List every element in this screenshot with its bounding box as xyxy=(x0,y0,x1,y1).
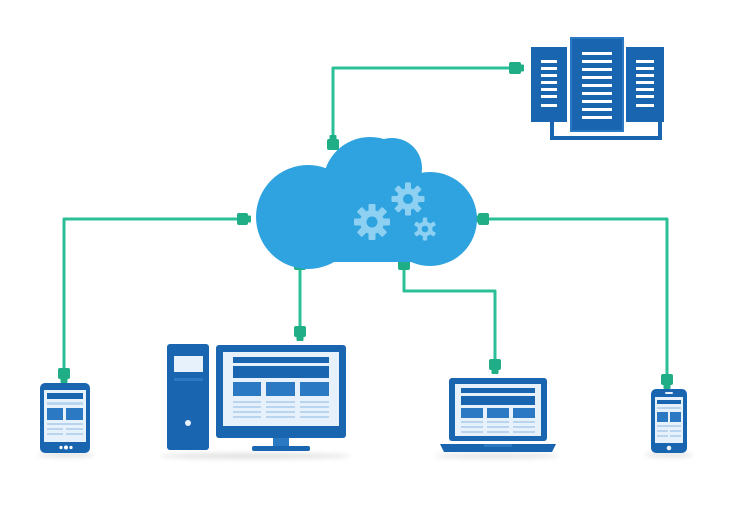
plug-laptop xyxy=(489,359,501,370)
plug-cloud-top xyxy=(327,139,339,150)
plug-cloud-right xyxy=(478,213,489,225)
connector-lines xyxy=(62,66,669,378)
cloud-with-gears-icon xyxy=(256,137,477,269)
plug-desktop xyxy=(294,326,306,337)
plug-server xyxy=(509,62,521,74)
plug-tablet xyxy=(58,368,70,379)
connector-plugs xyxy=(58,62,673,389)
connector-cloud-to-laptop xyxy=(402,263,497,363)
server-unit-right xyxy=(626,47,664,122)
desktop-computer-icon xyxy=(167,344,346,451)
connector-cloud-to-tablet xyxy=(62,217,244,372)
plug-phone xyxy=(661,374,673,385)
connector-cloud-to-server xyxy=(331,66,512,143)
laptop-icon xyxy=(440,378,556,452)
connector-cloud-to-phone xyxy=(482,217,669,378)
server-rack-icon xyxy=(531,37,664,140)
plug-cloud-left xyxy=(237,213,248,225)
gears-icon xyxy=(354,182,436,241)
smartphone-icon xyxy=(651,389,687,453)
tablet-icon xyxy=(40,383,90,453)
device-shadows xyxy=(38,452,693,459)
server-unit-left xyxy=(531,47,567,122)
